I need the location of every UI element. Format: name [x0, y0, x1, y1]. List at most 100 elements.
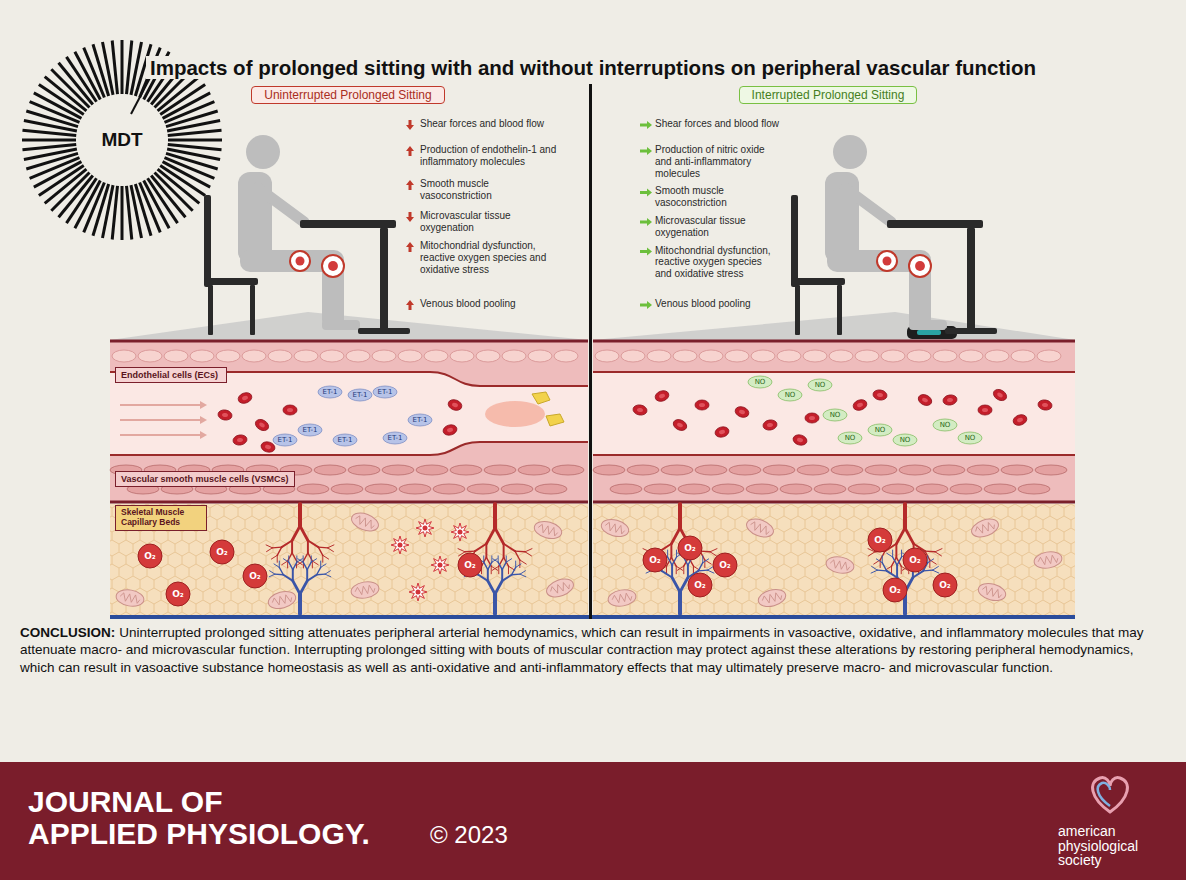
- smooth-muscle-cell: [661, 465, 693, 475]
- capillary: [869, 552, 875, 556]
- sunburst-ray: [131, 185, 142, 238]
- ros-star: [451, 523, 469, 541]
- oxygen-molecule: [903, 548, 927, 572]
- cell-center: [265, 444, 272, 449]
- mitochondrion: [115, 588, 145, 609]
- inflammatory-molecule: [532, 392, 550, 404]
- cell-center: [287, 408, 293, 412]
- capillary: [698, 569, 707, 571]
- cell-center: [637, 408, 644, 413]
- red-blood-cell: [253, 417, 270, 433]
- change-arrow: [406, 180, 414, 190]
- capillary: [502, 562, 506, 569]
- cell-body: [283, 405, 297, 415]
- cell-center: [809, 416, 815, 420]
- red-blood-cell: [695, 400, 709, 410]
- cell-center: [1042, 403, 1049, 408]
- red-blood-cell: [805, 413, 819, 423]
- effect-icons: [406, 120, 652, 310]
- capillary: [903, 504, 907, 528]
- red-blood-cell: [442, 423, 458, 436]
- journal-name-box: JOURNAL OF: [28, 785, 222, 818]
- endothelial-cell: [424, 350, 448, 362]
- red-blood-cell: [283, 405, 297, 415]
- no-change-arrow: [640, 188, 652, 196]
- capillary: [512, 567, 516, 574]
- capillary: [708, 570, 714, 573]
- capillary: [506, 556, 507, 562]
- oxygen-label: O₂: [249, 571, 261, 581]
- capillary: [683, 566, 684, 574]
- vessel-wall: [593, 340, 1075, 502]
- mitochondrion: [607, 588, 637, 609]
- diagram-title: Impacts of prolonged sitting with and wi…: [146, 56, 1040, 79]
- smooth-muscle-cell: [1018, 484, 1050, 494]
- mitochondrion-cristae: [761, 592, 782, 605]
- capillary: [708, 566, 714, 570]
- nitric-oxide-molecule: [748, 376, 772, 388]
- ros-star: [431, 556, 449, 574]
- capillary: [935, 549, 942, 552]
- capillary: [493, 504, 497, 528]
- endothelin-molecule: [318, 386, 342, 398]
- journal-name-box: APPLIED PHYSIOLOGY.: [28, 817, 370, 850]
- sunburst-ray: [127, 40, 132, 94]
- red-blood-cell: [237, 391, 254, 405]
- capillary: [492, 559, 497, 562]
- capillary: [491, 556, 492, 562]
- red-blood-cell: [217, 409, 233, 421]
- smooth-muscle-cell: [399, 484, 431, 494]
- artery-icon: [290, 251, 310, 271]
- sunburst-ray: [102, 185, 113, 238]
- capillary: [458, 549, 465, 552]
- mitochondrion-body: [756, 587, 787, 610]
- red-blood-cell: [978, 405, 992, 415]
- mitochondrion-cristae: [271, 594, 292, 607]
- capillary: [668, 557, 672, 565]
- sunburst-ray: [112, 186, 117, 240]
- capillary: [671, 565, 673, 577]
- endothelial-cell: [647, 350, 671, 362]
- molecule-label-box: ET-1: [377, 388, 392, 396]
- chair-leg: [250, 285, 255, 335]
- uninterrupted-panel: [110, 135, 588, 615]
- capillary: [498, 566, 499, 574]
- capillary: [905, 528, 914, 544]
- red-blood-cell: [447, 398, 464, 412]
- molecule-label: NO: [845, 434, 856, 442]
- capillary: [520, 560, 526, 564]
- mitochondrion-body: [976, 581, 1007, 604]
- molecule-label-box: NO: [940, 421, 951, 429]
- red-blood-cell: [734, 405, 751, 419]
- capillary: [317, 573, 325, 575]
- artery-icon: [877, 251, 897, 271]
- flow-arrow-head: [200, 401, 207, 409]
- cell-body: [447, 398, 464, 412]
- chair-leg: [837, 285, 842, 335]
- sunburst-ray: [168, 130, 222, 135]
- layer-label: Endothelial cells (ECs): [115, 367, 227, 383]
- journal-banner: [0, 762, 1186, 880]
- vessel-outer-edge: [110, 340, 588, 343]
- capillary: [485, 544, 487, 558]
- desk-leg: [380, 228, 388, 330]
- sunburst-ray: [167, 149, 220, 160]
- endothelin-molecule: [348, 389, 372, 401]
- endothelial-cell: [138, 350, 162, 362]
- lower-leg: [322, 256, 344, 330]
- oxygen-label-box: O₂: [649, 555, 661, 565]
- capillary: [698, 563, 702, 571]
- endothelial-cell: [595, 350, 619, 362]
- capillary: [501, 570, 503, 581]
- cell-body: [232, 434, 248, 446]
- smooth-muscle-cell: [933, 465, 965, 475]
- capillary: [323, 555, 329, 559]
- sunburst-ray: [168, 145, 222, 150]
- endothelial-cell: [725, 350, 749, 362]
- mitochondrion-body: [266, 589, 297, 612]
- endothelial-cell: [476, 350, 500, 362]
- oxygen-label: O₂: [719, 560, 731, 570]
- desk-leg: [967, 228, 975, 330]
